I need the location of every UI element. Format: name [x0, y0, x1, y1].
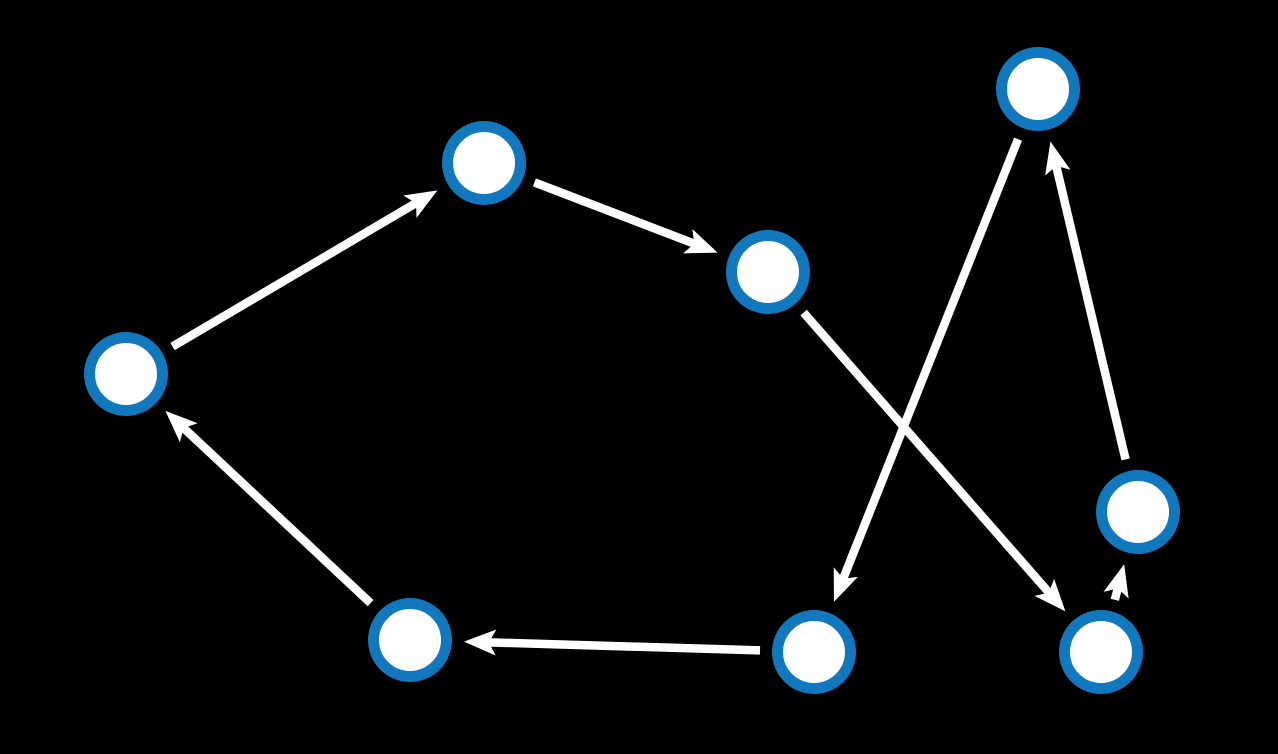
arrowhead-icon [403, 190, 438, 218]
graph-edge-node-upper-mid-to-node-middle [532, 178, 718, 254]
arrowhead-icon [833, 567, 858, 602]
graph-edge-node-left-to-node-upper-mid [170, 190, 438, 351]
edge-line [800, 309, 1053, 596]
graph-edge-node-top-right-to-node-bottom-middle [833, 137, 1022, 602]
graph-node-left [84, 332, 168, 416]
graph-node-middle [726, 230, 810, 314]
edge-line [170, 199, 419, 351]
graph-edge-node-middle-to-node-bottom-right [800, 309, 1066, 612]
edge-line [488, 638, 761, 655]
arrowhead-icon [165, 410, 198, 443]
edge-line [1052, 164, 1130, 461]
edge-line [532, 178, 696, 248]
edge-line [839, 137, 1022, 581]
graph-node-top-right [996, 47, 1080, 131]
graph-node-right [1096, 470, 1180, 554]
graph-node-upper-mid [442, 121, 526, 205]
graph-edge-node-bottom-right-to-node-right [1103, 564, 1129, 601]
edge-line [1110, 587, 1122, 601]
arrowhead-icon [1034, 578, 1066, 612]
graph-edge-node-bottom-left-to-node-left [165, 410, 374, 607]
edge-line [180, 424, 374, 607]
graph-edge-node-bottom-middle-to-node-bottom-left [463, 629, 761, 656]
graph-node-bottom-middle [772, 610, 856, 694]
arrowhead-icon [683, 229, 718, 254]
arrowhead-icon [463, 629, 497, 656]
graph-edge-node-right-to-node-top-right [1045, 141, 1130, 461]
graph-node-bottom-left [368, 598, 452, 682]
arrowhead-icon [1045, 141, 1071, 176]
arrowhead-icon [1103, 564, 1129, 599]
graph-node-bottom-right [1059, 610, 1143, 694]
